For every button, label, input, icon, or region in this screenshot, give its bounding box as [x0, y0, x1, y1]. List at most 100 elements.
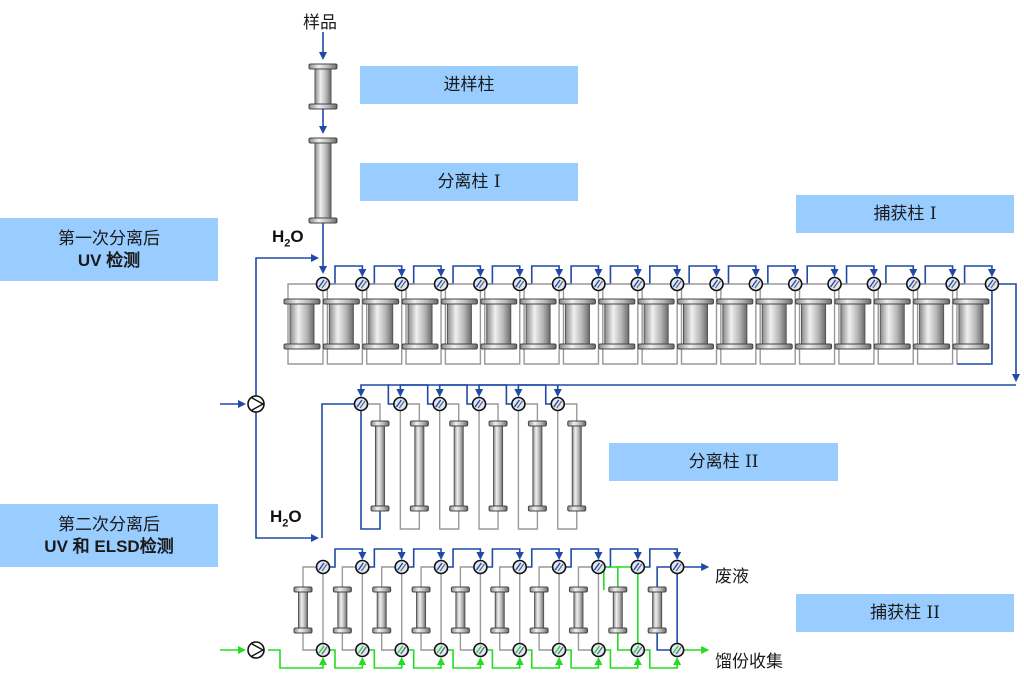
valve-stripe	[911, 280, 918, 289]
sep-2-bypass-loop	[478, 411, 499, 530]
trap-1-column	[952, 298, 990, 350]
fraction-collection-label: 馏份收集	[715, 652, 783, 672]
separation-column-2-text: 分离柱 II	[688, 452, 759, 472]
column-body	[376, 589, 387, 631]
valve-stripe	[318, 279, 325, 288]
column-body	[564, 301, 590, 347]
column-cap-top	[529, 586, 549, 593]
column-body	[407, 301, 433, 347]
valve-stripe	[557, 646, 564, 655]
sep-2-bypass-loop	[439, 411, 460, 530]
trap-1-valve-icon	[433, 276, 449, 292]
valve-body	[355, 276, 370, 292]
valve-stripe	[360, 646, 367, 655]
waste-label: 废液	[715, 567, 749, 587]
trap-1-valve-icon	[512, 276, 528, 292]
valve-stripe	[439, 280, 446, 289]
column-cap-top	[283, 298, 321, 305]
valve-body	[473, 276, 488, 292]
column-cap-top	[637, 298, 675, 305]
column-cap-bottom	[677, 343, 714, 350]
trap-2-bypass	[341, 630, 356, 651]
valve-stripe	[515, 279, 522, 288]
column-cap-top	[558, 298, 596, 305]
valve-stripe	[672, 279, 679, 288]
trap-2-bottom-valve-icon	[551, 642, 567, 658]
column-cap-bottom	[490, 627, 510, 634]
column-cap-bottom	[527, 505, 547, 512]
injection-column-label: 进样柱	[360, 66, 578, 104]
valve-stripe	[478, 563, 485, 572]
trap-2-bypass	[499, 630, 513, 651]
column-cap-bottom	[558, 343, 596, 350]
trap-2-flow-connector	[329, 548, 367, 568]
column-cap-top	[913, 298, 951, 305]
valve-stripe	[793, 280, 800, 289]
trap-1-bypass-loop	[366, 283, 403, 365]
valve-body	[669, 276, 685, 292]
valve-stripe	[436, 279, 443, 288]
valve-body	[315, 276, 331, 292]
valve-stripe	[515, 562, 522, 571]
valve-stripe	[593, 645, 601, 654]
column-body	[604, 301, 630, 347]
column-cap-top	[647, 586, 667, 593]
trap-2-bypass	[459, 630, 474, 651]
trap-2-bypass	[577, 630, 592, 651]
trap-2-bottom-valve-icon	[315, 642, 331, 658]
trap-2-top-valve-icon	[315, 559, 331, 575]
trap-2-bypass	[420, 566, 435, 590]
trap-2-column	[332, 586, 352, 634]
valve-stripe	[990, 280, 997, 289]
valve-stripe	[513, 399, 520, 408]
trap-1-column	[440, 298, 478, 350]
column-cap-bottom	[411, 627, 431, 634]
valve-body	[905, 276, 921, 292]
trap-2-bypass	[459, 566, 474, 590]
trap-1-valve-icon	[709, 276, 724, 292]
trap-1-column	[873, 298, 911, 350]
valve-stripe	[556, 400, 563, 409]
trap-1-valve-icon	[315, 276, 331, 292]
valve-stripe	[321, 646, 328, 655]
valve-stripe	[475, 562, 482, 571]
column-body	[314, 140, 332, 221]
sep-2-bypass-loop	[557, 411, 578, 530]
trap-2-green-connector	[407, 649, 446, 669]
sep-2-bypass-loop	[399, 411, 421, 530]
separation-2-valve-icon	[511, 396, 526, 412]
valve-stripe	[435, 399, 442, 408]
trap-1-last-loop	[956, 291, 993, 365]
column-cap-top	[293, 586, 313, 593]
trap-2-bypass	[302, 630, 316, 651]
trap-2-column	[490, 586, 510, 634]
column-cap-top	[952, 298, 990, 305]
separation-2-valve-icon	[393, 396, 408, 412]
column-cap-top	[362, 298, 400, 305]
column-body	[573, 589, 584, 631]
column-cap-top	[411, 586, 431, 593]
trap-2-bypass	[381, 566, 395, 590]
column-cap-top	[401, 298, 439, 305]
valve-stripe	[475, 279, 482, 288]
valve-stripe	[478, 280, 485, 289]
pump-chevron	[251, 643, 265, 657]
valve-body	[630, 559, 646, 575]
trap-1-valve-icon	[551, 276, 567, 292]
valve-stripe	[518, 280, 525, 289]
detection-2-line1: 第二次分离后	[58, 514, 160, 535]
trap-2-green-path	[617, 630, 631, 651]
injection-column-text: 进样柱	[443, 75, 495, 95]
column-body	[494, 589, 505, 631]
valve-body	[394, 559, 410, 575]
column-cap-top	[598, 298, 636, 305]
valve-stripe	[908, 279, 915, 288]
column-cap-bottom	[952, 343, 990, 350]
valve-stripe	[948, 279, 955, 288]
column-body	[375, 423, 385, 509]
trap-1-bypass-loop	[326, 283, 364, 365]
column-cap-bottom	[370, 505, 390, 512]
column-body	[652, 589, 663, 631]
detection-2-line2: UV 和 ELSD检测	[44, 536, 174, 556]
